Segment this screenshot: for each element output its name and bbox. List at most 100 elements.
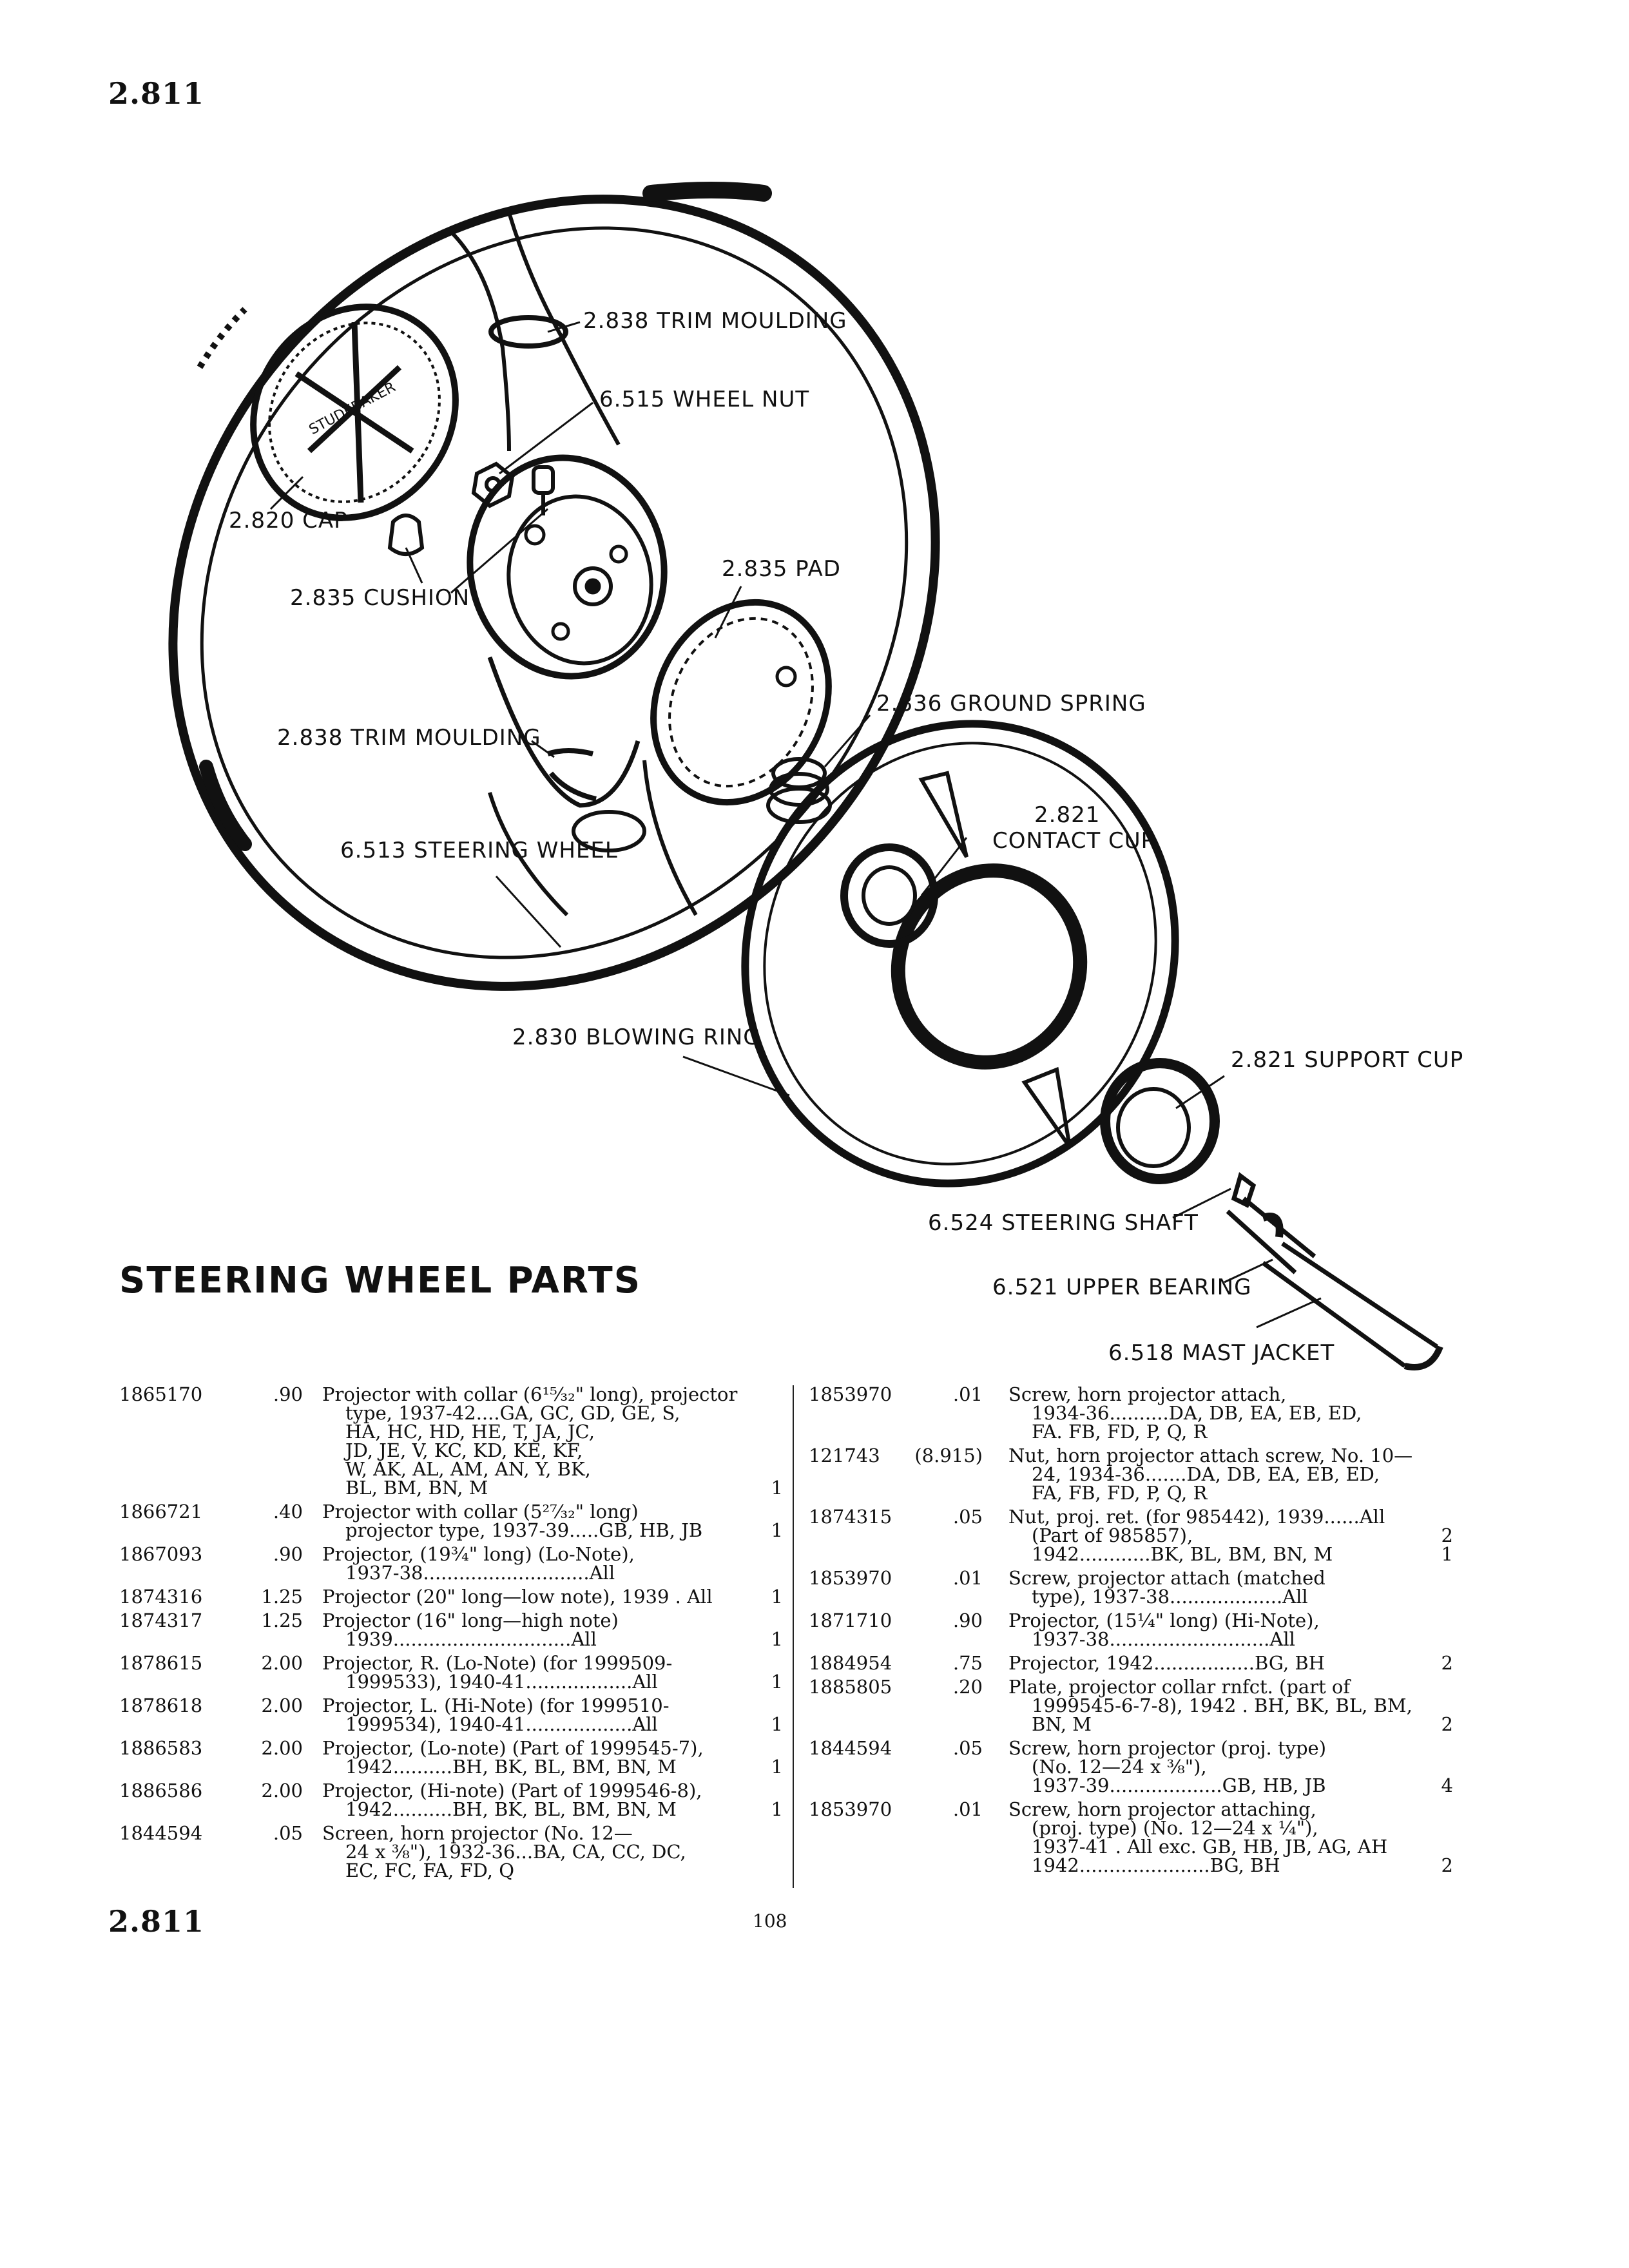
part-price: .01 (952, 1383, 983, 1405)
callout-trim-moulding-lower: 2.838 TRIM MOULDING (277, 725, 541, 751)
steering-wheel-hub (467, 454, 668, 852)
part-description: Projector, (Hi-note) (Part of 1999546-8)… (322, 1782, 735, 1819)
description-line: Projector, (15¼" long) (Hi-Note), (1008, 1610, 1320, 1631)
description-line: JD, JE, V, KC, KD, KE, KF, (345, 1439, 583, 1461)
part-quantity: 2 (1441, 1652, 1453, 1674)
description-line: Nut, horn projector attach screw, No. 10… (1008, 1445, 1413, 1466)
callout-contact-cup: CONTACT CUP (992, 828, 1155, 854)
description-line: W, AK, AL, AM, AN, Y, BK, (345, 1458, 591, 1480)
callout-cushion: 2.835 CUSHION (290, 585, 470, 611)
part-quantity: 1 (771, 1628, 783, 1650)
part-description: Projector, (15¼" long) (Hi-Note),1937-38… (1008, 1611, 1421, 1649)
description-line: Screw, horn projector attach, (1008, 1383, 1287, 1405)
part-number: 1878618 (119, 1695, 203, 1716)
description-line: type), 1937-38...................All (1032, 1586, 1308, 1608)
part-number: 1874316 (119, 1586, 203, 1608)
contact-cup-part (840, 843, 938, 948)
part-price: (8.915) (914, 1445, 983, 1466)
section-number-top: 2.811 (108, 76, 205, 111)
ground-spring (766, 757, 832, 824)
description-line: 1937-38...........................All (1032, 1628, 1295, 1650)
callout-upper-bearing: 6.521 UPPER BEARING (992, 1274, 1252, 1300)
description-line: Screw, horn projector attaching, (1008, 1798, 1316, 1820)
description-line: Screen, horn projector (No. 12— (322, 1822, 633, 1844)
part-price: .01 (952, 1567, 983, 1589)
description-line: 1939..............................All (345, 1628, 597, 1650)
part-price: .90 (273, 1543, 303, 1565)
part-number: 1867093 (119, 1543, 203, 1565)
description-line: Projector (16" long—high note) (322, 1610, 619, 1631)
support-cup-part (1100, 1058, 1220, 1184)
description-line: 1942..........BH, BK, BL, BM, BN, M (345, 1798, 677, 1820)
wheel-nut (471, 461, 515, 508)
cushion-part (387, 514, 425, 556)
description-line: Projector (20" long—low note), 1939 . Al… (322, 1586, 713, 1608)
description-line: 1934-36..........DA, DB, EA, EB, ED, (1032, 1402, 1362, 1424)
part-quantity: 2 1 (1441, 1524, 1453, 1565)
part-number: 1886583 (119, 1737, 203, 1759)
description-line: HA, HC, HD, HE, T, JA, JC, (345, 1421, 595, 1443)
description-line: Projector, (Lo-note) (Part of 1999545-7)… (322, 1737, 704, 1759)
description-line: Projector, 1942.................BG, BH (1008, 1652, 1325, 1674)
part-number: 1885805 (809, 1676, 892, 1698)
callout-cap: 2.820 CAP (229, 508, 348, 533)
part-quantity: 1 (771, 1477, 783, 1499)
description-line: Nut, proj. ret. (for 985442), 1939......… (1008, 1506, 1385, 1528)
page-number: 108 (753, 1910, 787, 1932)
part-quantity: 1 (771, 1756, 783, 1778)
description-line: Projector with collar (6¹⁵⁄₃₂" long), pr… (322, 1383, 738, 1405)
part-number: 1886586 (119, 1780, 203, 1802)
part-quantity: 1 (771, 1519, 783, 1541)
description-line: (proj. type) (No. 12—24 x ¼"), (1032, 1817, 1318, 1839)
part-price: .05 (952, 1506, 983, 1528)
part-price: 1.25 (261, 1586, 303, 1608)
description-line: 1942..........BH, BK, BL, BM, BN, M (345, 1756, 677, 1778)
section-number-bottom: 2.811 (108, 1904, 205, 1939)
callout-blowing-ring: 2.830 BLOWING RING (512, 1024, 761, 1050)
part-number: 1874317 (119, 1610, 203, 1631)
column-divider (793, 1385, 794, 1888)
description-line: (No. 12—24 x ⅜"), (1032, 1756, 1207, 1778)
description-line: (Part of 985857), (1032, 1524, 1193, 1546)
part-number: 1853970 (809, 1383, 892, 1405)
part-number: 1866721 (119, 1501, 203, 1523)
part-quantity: 2 (1441, 1854, 1453, 1876)
leader-lines (269, 321, 1322, 1329)
part-description: Screw, horn projector attaching,(proj. t… (1008, 1800, 1421, 1875)
part-description: Projector, L. (Hi-Note) (for 1999510-199… (322, 1696, 735, 1734)
description-line: 1937-39...................GB, HB, JB (1032, 1774, 1326, 1796)
part-quantity: 1 (771, 1671, 783, 1693)
callout-trim-moulding-top: 2.838 TRIM MOULDING (583, 308, 847, 334)
part-description: Nut, horn projector attach screw, No. 10… (1008, 1446, 1421, 1503)
callout-mast-jacket: 6.518 MAST JACKET (1108, 1340, 1335, 1366)
trim-moulding-lower-part (546, 748, 597, 802)
part-number: 1844594 (119, 1822, 203, 1844)
callout-contact-cup-number: 2.821 (1034, 802, 1101, 828)
callout-wheel-nut: 6.515 WHEEL NUT (599, 387, 810, 412)
part-price: .90 (273, 1383, 303, 1405)
part-number: 1844594 (809, 1737, 892, 1759)
part-quantity: 1 (771, 1586, 783, 1608)
description-line: 1937-41 . All exc. GB, HB, JB, AG, AH (1032, 1836, 1388, 1858)
callout-support-cup: 2.821 SUPPORT CUP (1231, 1047, 1464, 1073)
callout-pad: 2.835 PAD (722, 556, 841, 582)
steering-wheel-spoke (449, 212, 698, 917)
part-description: Projector, 1942.................BG, BH (1008, 1654, 1421, 1673)
description-line: 1999533), 1940-41..................All (345, 1671, 658, 1693)
part-description: Screw, horn projector attach,1934-36....… (1008, 1385, 1421, 1441)
description-line: 1937-38............................All (345, 1562, 615, 1584)
part-description: Nut, proj. ret. (for 985442), 1939......… (1008, 1508, 1421, 1564)
callout-ground-spring: 2.836 GROUND SPRING (876, 691, 1146, 716)
description-line: Screw, projector attach (matched (1008, 1567, 1325, 1589)
part-number: 1853970 (809, 1798, 892, 1820)
part-description: Projector, (19¾" long) (Lo-Note),1937-38… (322, 1545, 735, 1582)
description-line: Projector, (19¾" long) (Lo-Note), (322, 1543, 635, 1565)
part-number: 1874315 (809, 1506, 892, 1528)
callout-steering-wheel: 6.513 STEERING WHEEL (340, 838, 618, 863)
part-description: Projector with collar (6¹⁵⁄₃₂" long), pr… (322, 1383, 738, 1497)
part-description: Projector, (Lo-note) (Part of 1999545-7)… (322, 1739, 735, 1776)
part-price: .20 (952, 1676, 983, 1698)
part-price: .90 (952, 1610, 983, 1631)
